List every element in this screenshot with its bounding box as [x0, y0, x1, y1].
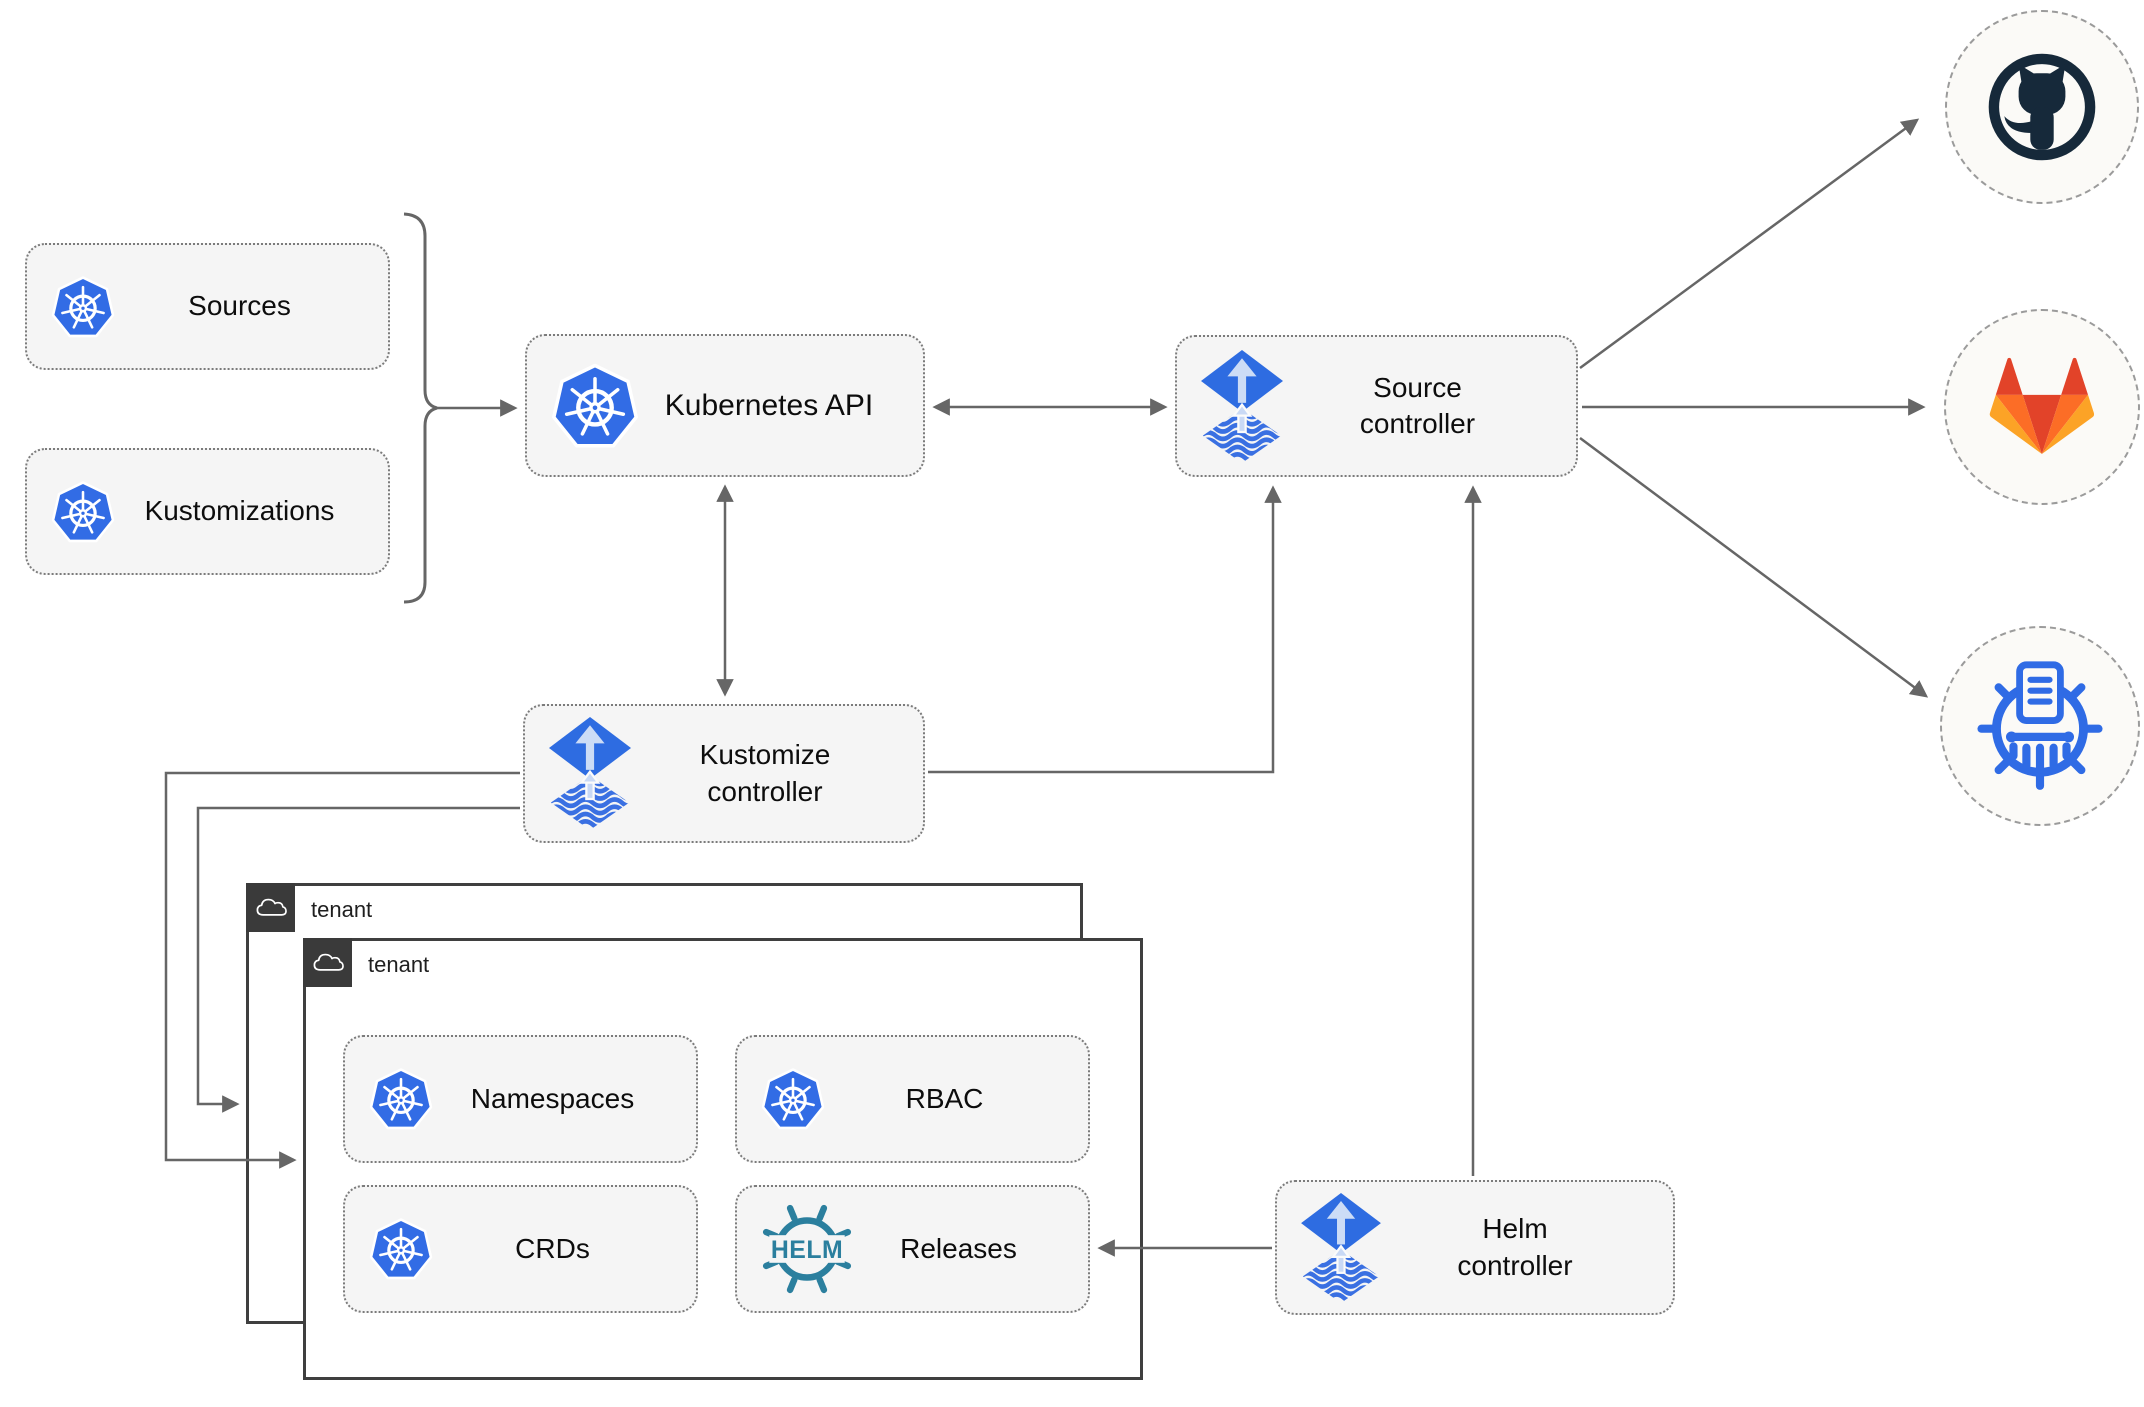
- tenant-label: tenant: [368, 952, 430, 977]
- node-rbac: RBAC: [735, 1035, 1090, 1163]
- kubernetes-icon: [761, 1067, 825, 1131]
- tenant-tab: [246, 883, 295, 932]
- github-icon: [1977, 42, 2107, 172]
- flux-icon: [1201, 350, 1283, 463]
- kubernetes-icon: [51, 275, 115, 339]
- node-label: Source controller: [1359, 371, 1476, 439]
- cloud-icon: [254, 895, 288, 920]
- kubernetes-icon: [51, 480, 115, 544]
- node-label: Kustomize controller: [699, 739, 831, 807]
- node-crds: CRDs: [343, 1185, 698, 1313]
- arrow-kustomize-to-source-controller: [928, 485, 1282, 774]
- flux-icon: [1301, 1193, 1381, 1303]
- node-kustomizations: Kustomizations: [25, 448, 390, 575]
- node-label: Namespaces: [470, 1082, 635, 1114]
- tenant-tab: [303, 938, 352, 987]
- node-releases: Releases: [735, 1185, 1090, 1313]
- node-kustomize-controller: Kustomize controller: [523, 704, 925, 843]
- node-kubernetes-api: Kubernetes API: [525, 334, 925, 477]
- node-namespaces: Namespaces: [343, 1035, 698, 1163]
- node-label: Kubernetes API: [664, 389, 874, 422]
- node-label: Kustomizations: [144, 495, 335, 527]
- helm-icon: [761, 1203, 853, 1295]
- gitlab-icon: [1979, 352, 2105, 462]
- provider-gitlab: [1944, 309, 2140, 505]
- kubernetes-icon: [369, 1067, 433, 1131]
- arrow-source-to-chartmuseum: [1579, 436, 1929, 698]
- node-label: Sources: [188, 290, 291, 322]
- flux-icon: [549, 717, 631, 830]
- node-label: Releases: [900, 1232, 1017, 1264]
- cloud-icon: [311, 950, 345, 975]
- kubernetes-icon: [369, 1217, 433, 1281]
- tenant-label: tenant: [311, 897, 373, 922]
- node-source-controller: Source controller: [1175, 335, 1578, 477]
- provider-github: [1945, 10, 2139, 204]
- node-label: RBAC: [905, 1082, 984, 1114]
- node-helm-controller: Helm controller: [1275, 1180, 1675, 1315]
- chartmuseum-icon: [1972, 658, 2108, 794]
- node-label: Helm controller: [1457, 1213, 1573, 1281]
- provider-chartmuseum: [1940, 626, 2140, 826]
- arrow-source-to-github: [1579, 118, 1920, 370]
- node-label: CRDs: [515, 1232, 590, 1264]
- node-sources: Sources: [25, 243, 390, 370]
- brace-sources-kustomizations: [403, 212, 438, 604]
- kubernetes-icon: [551, 362, 639, 450]
